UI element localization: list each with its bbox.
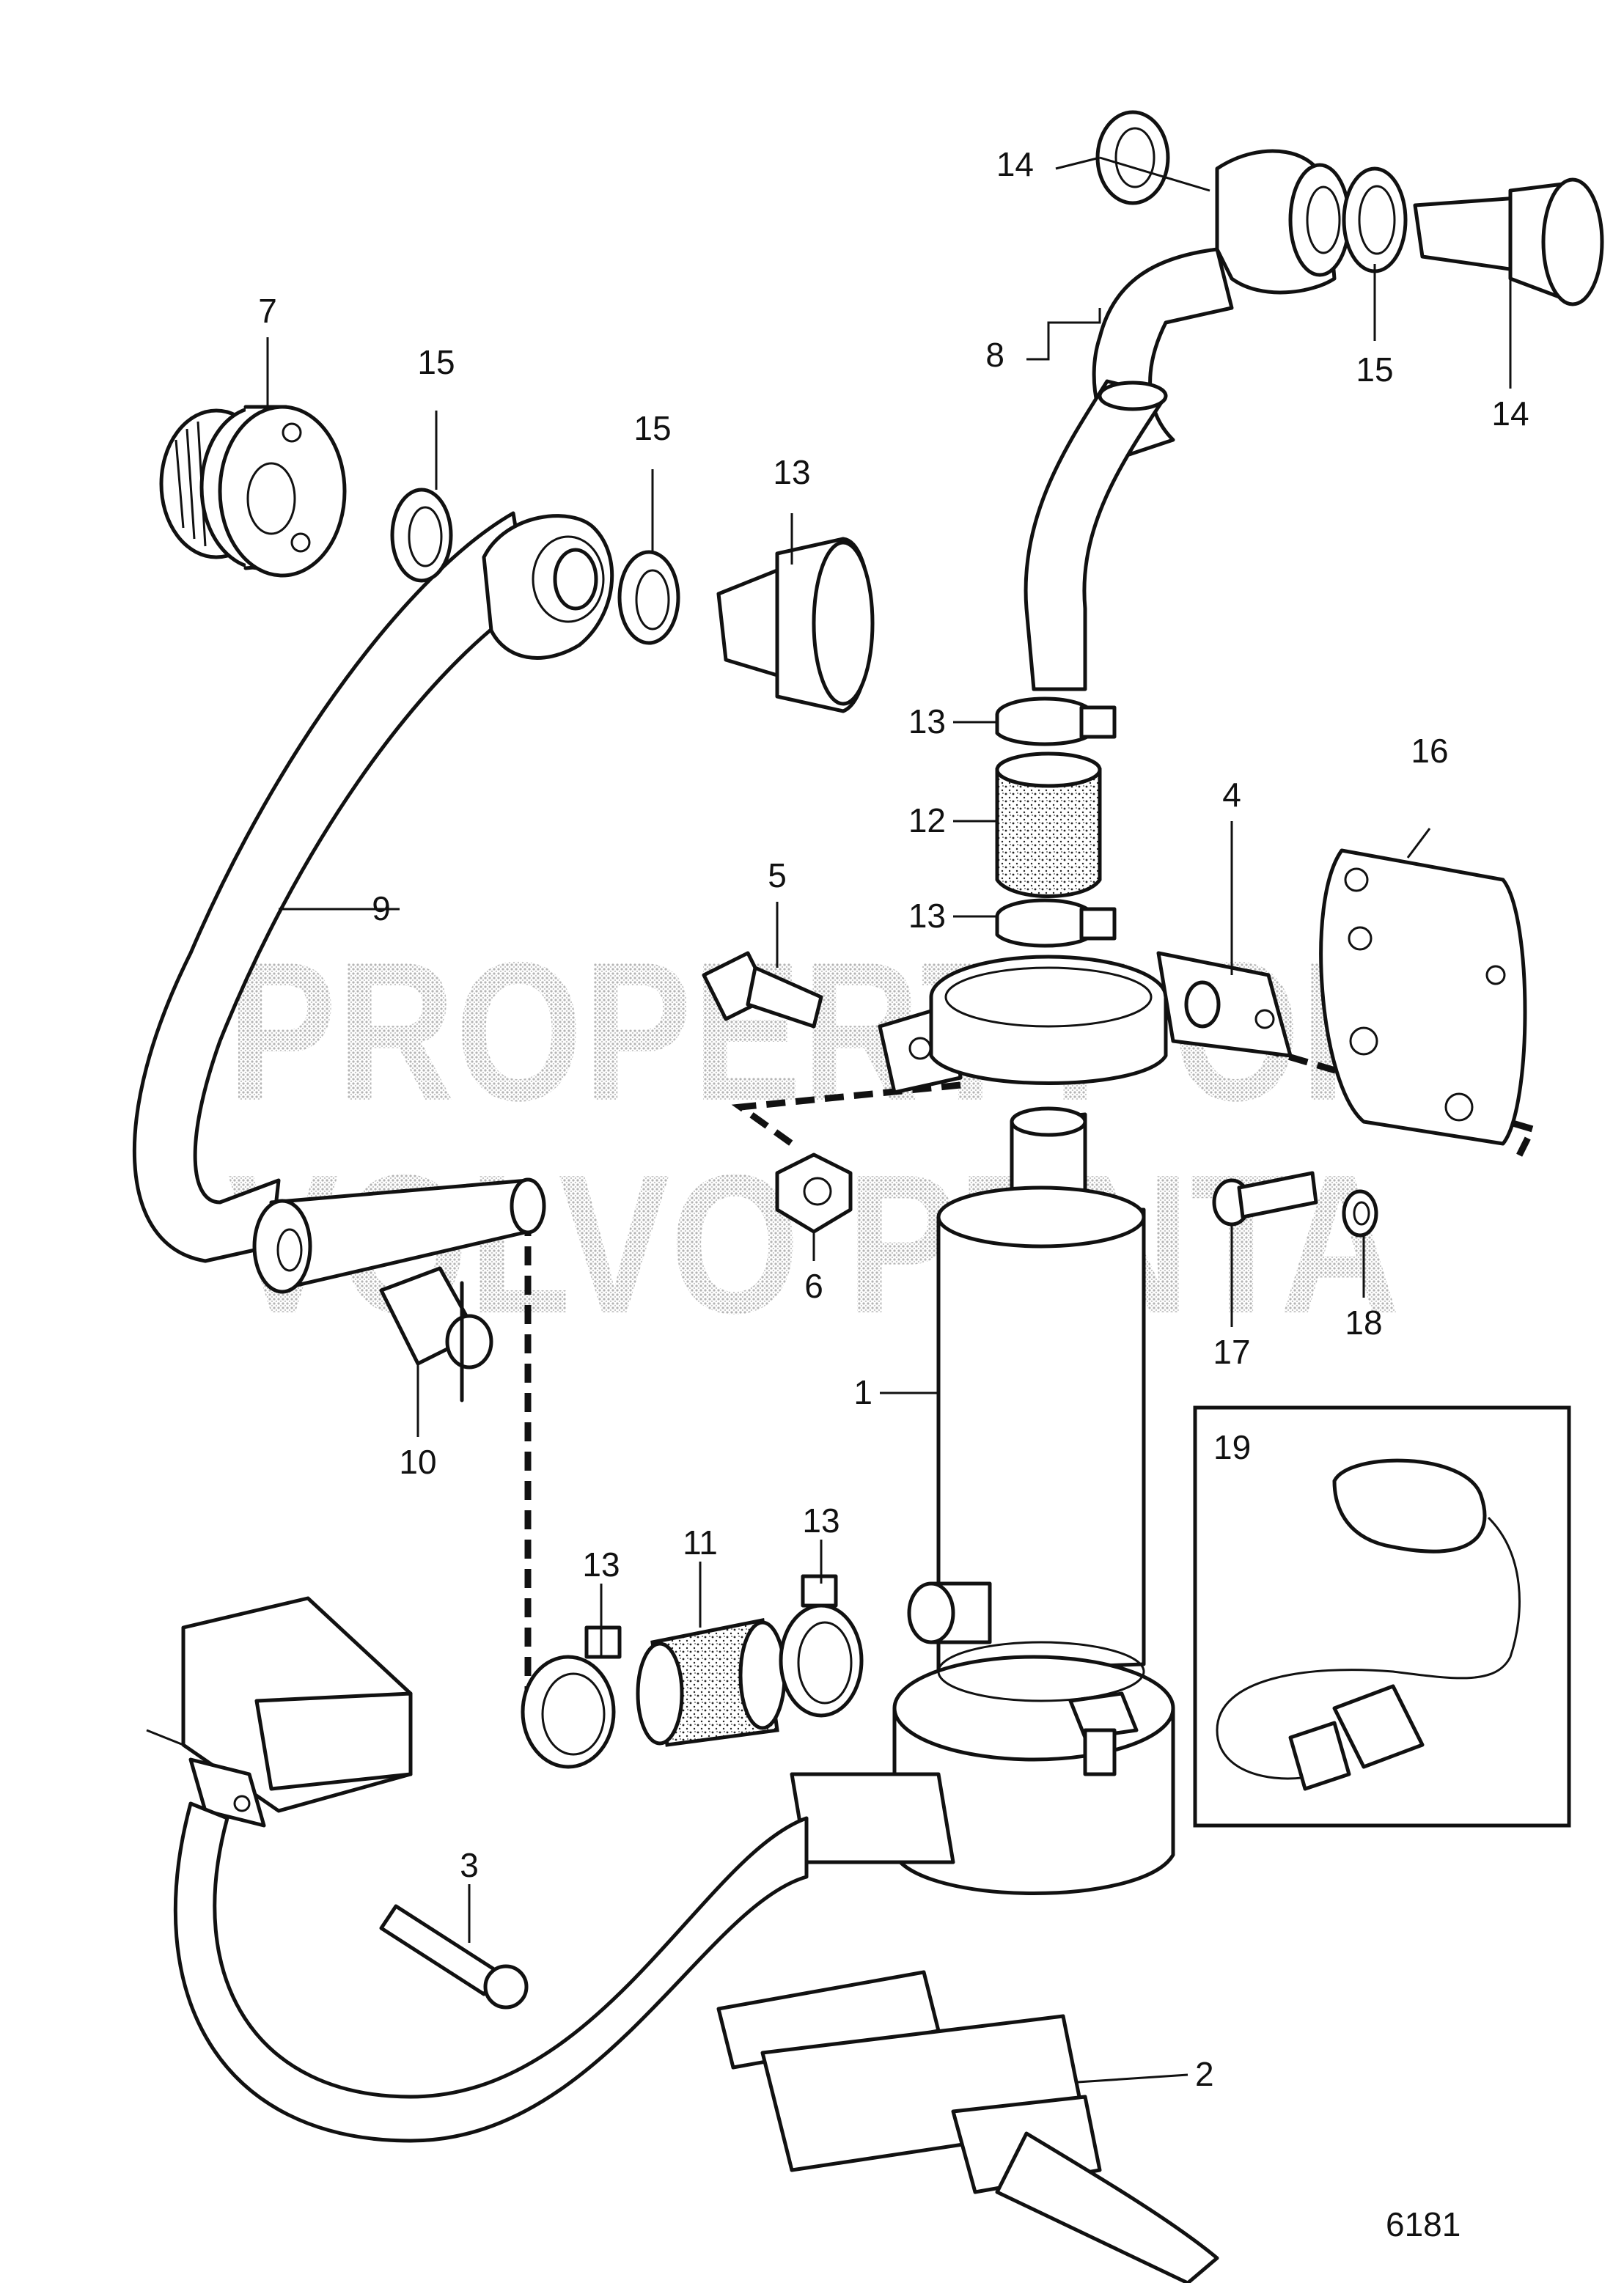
part-11-sleeve — [636, 1618, 787, 1747]
callout-13: 13 — [908, 702, 946, 740]
part-15-washer-left-b — [617, 550, 680, 645]
part-10-valve — [379, 1266, 493, 1402]
part-12-sleeve — [995, 751, 1102, 898]
part-6-nut — [775, 1152, 853, 1234]
drawing-number: 6181 — [1386, 2205, 1461, 2243]
callout-4: 4 — [1222, 776, 1241, 814]
callout-3: 3 — [460, 1846, 479, 1884]
callout-15: 15 — [1356, 350, 1393, 389]
callout-11: 11 — [683, 1523, 718, 1562]
part-5-bolt — [702, 951, 823, 1029]
part-1-fuel-pump — [790, 1106, 1175, 1895]
callout-12: 12 — [908, 801, 946, 839]
part-9-return-pipe — [132, 511, 614, 1294]
callout-18: 18 — [1345, 1304, 1382, 1342]
callout-2: 2 — [1195, 2055, 1214, 2093]
callout-8: 8 — [985, 336, 1004, 374]
callout-1: 1 — [853, 1373, 872, 1411]
callout-10: 10 — [399, 1443, 436, 1481]
part-3-relay-box — [181, 1596, 413, 1828]
wiring-cable — [174, 1801, 809, 2143]
callout-15: 14 — [996, 145, 1034, 183]
callout-7: 7 — [258, 292, 277, 330]
part-15-washer-left-a — [390, 488, 453, 583]
callout-5: 5 — [768, 856, 787, 894]
callout-17: 17 — [1213, 1333, 1250, 1371]
callout-14: 13 — [773, 453, 810, 491]
part-15-washer-right-b — [1342, 166, 1408, 273]
part-8-upper-hose — [1024, 149, 1351, 691]
callout-14: 14 — [1491, 394, 1529, 433]
part-13-clamp-lower-right — [779, 1574, 864, 1718]
callout-16: 16 — [1411, 732, 1448, 770]
callout-9: 9 — [372, 889, 391, 927]
part-18-washer — [1342, 1189, 1378, 1238]
part-3-bolt — [379, 1904, 529, 2010]
leader-lines — [146, 156, 1512, 2084]
part-7-plug — [159, 405, 347, 578]
callout-15: 15 — [417, 343, 455, 381]
part-16-gasket-plate — [1319, 848, 1527, 1146]
callout-13: 13 — [582, 1545, 620, 1584]
part-17-screw — [1212, 1171, 1318, 1227]
callout-labels: 14 15 14 7 15 15 13 8 13 12 13 5 4 16 9 … — [258, 145, 1529, 2093]
part-13-clamp-middle — [995, 898, 1117, 948]
part-13-clamp-lower-left — [521, 1625, 622, 1769]
part-2-connector — [716, 1970, 1219, 2283]
callout-19: 19 — [1213, 1428, 1251, 1466]
part-13-clamp-upper — [995, 696, 1117, 746]
callout-6: 6 — [804, 1267, 823, 1305]
inset-19-harness — [1193, 1405, 1571, 1828]
part-4-bracket — [878, 951, 1293, 1095]
part-14-banjo-bolt-right — [1413, 177, 1604, 306]
part-15-washer-right-a — [1095, 110, 1170, 205]
part-14-banjo-bolt-left — [716, 537, 875, 713]
callout-13: 13 — [908, 897, 946, 935]
callout-13: 13 — [802, 1501, 839, 1540]
callout-15: 15 — [633, 409, 671, 447]
